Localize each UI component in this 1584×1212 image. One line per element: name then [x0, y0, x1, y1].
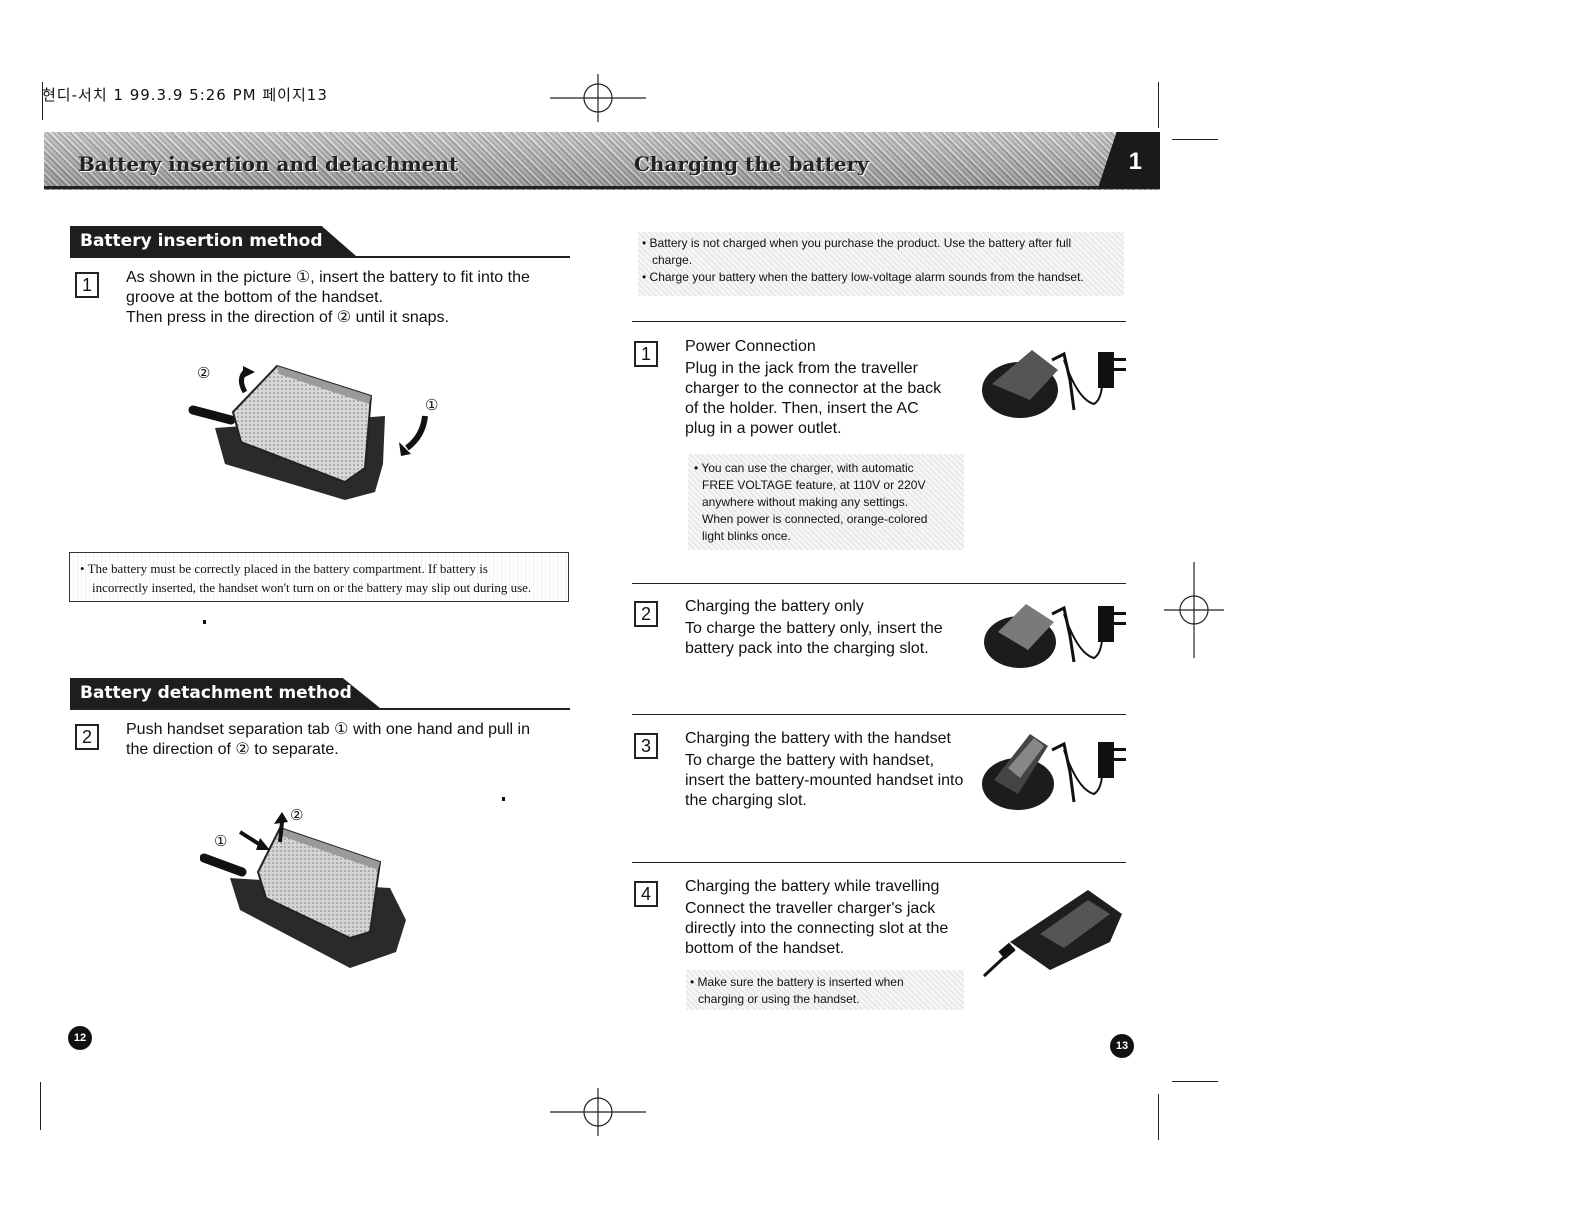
right-page-title: Charging the battery — [634, 152, 869, 176]
charger-battery-illustration — [984, 604, 1126, 668]
step-text-line: To charge the battery with handset, — [685, 752, 935, 769]
step-4-note: • Make sure the battery is inserted when… — [686, 970, 964, 1010]
print-slug: 현디-서치 1 99.3.9 5:26 PM 페이지13 — [42, 86, 328, 104]
intro-note: • Battery is not charged when you purcha… — [638, 232, 1124, 296]
charger-handset-illustration — [982, 734, 1126, 810]
note-line: light blinks once. — [702, 529, 791, 543]
intro-line: charge. — [652, 253, 693, 267]
intro-line: • Charge your battery when the battery l… — [642, 270, 1084, 284]
callout-2-label: ② — [197, 365, 210, 382]
step-number-box: 2 — [75, 724, 99, 750]
step-text-line: charger to the connector at the back — [685, 380, 942, 397]
insertion-note: • The battery must be correctly placed i… — [69, 552, 569, 602]
crop-mark — [42, 82, 43, 120]
crop-mark — [1172, 139, 1218, 140]
handset-travel-charger-illustration — [982, 890, 1122, 978]
chapter-number: 1 — [1128, 148, 1142, 175]
step-text-line: To charge the battery only, insert the — [685, 620, 943, 637]
registration-mark-bottom — [550, 1088, 646, 1136]
speck — [203, 620, 206, 624]
note-line: • You can use the charger, with automati… — [694, 461, 914, 475]
charger-holder-illustration — [982, 350, 1126, 418]
step-divider — [632, 583, 1126, 584]
insertion-text-line: groove at the bottom of the handset. — [126, 289, 384, 306]
registration-mark-right — [1164, 562, 1224, 658]
step-text-line: the charging slot. — [685, 792, 807, 809]
step-text-line: bottom of the handset. — [685, 940, 845, 957]
detachment-text-line: Push handset separation tab ① with one h… — [126, 721, 530, 738]
note-line: anywhere without making any settings. — [702, 495, 909, 509]
step-text-line: directly into the connecting slot at the — [685, 920, 949, 937]
insertion-text-line: As shown in the picture ①, insert the ba… — [126, 269, 530, 286]
detachment-text-line: the direction of ② to separate. — [126, 741, 339, 758]
step-1-note: • You can use the charger, with automati… — [688, 454, 964, 550]
step-number-box: 2 — [634, 601, 658, 627]
step-number-box: 1 — [75, 272, 99, 298]
detachment-heading: Battery detachment method — [70, 678, 380, 708]
callout-1-label: ① — [214, 833, 227, 850]
step-title: Power Connection — [685, 338, 816, 355]
crop-mark — [1158, 82, 1159, 128]
step-divider — [632, 714, 1126, 715]
note-line: When power is connected, orange-colored — [702, 512, 928, 526]
header-banner-rule — [44, 186, 1160, 189]
step-text-line: insert the battery-mounted handset into — [685, 772, 964, 789]
note-line: FREE VOLTAGE feature, at 110V or 220V — [702, 478, 926, 492]
page-number-left: 12 — [68, 1026, 92, 1050]
step-title: Charging the battery only — [685, 598, 864, 615]
step-number-box: 4 — [634, 881, 658, 907]
intro-line: • Battery is not charged when you purcha… — [642, 236, 1072, 250]
note-line: charging or using the handset. — [698, 992, 860, 1006]
step-text-line: plug in a power outlet. — [685, 420, 842, 437]
battery-insertion-illustration: ② ① — [188, 364, 438, 500]
step-text-line: battery pack into the charging slot. — [685, 640, 929, 657]
battery-detachment-illustration: ① ② — [200, 807, 406, 968]
step-number-box: 3 — [634, 733, 658, 759]
left-page-title: Battery insertion and detachment — [78, 152, 459, 176]
insertion-heading: Battery insertion method — [70, 226, 356, 256]
crop-mark — [40, 1082, 41, 1130]
step-number-box: 1 — [634, 341, 658, 367]
note-line: • The battery must be correctly placed i… — [80, 561, 488, 576]
callout-1-label: ① — [425, 397, 438, 414]
header-banner-shade — [44, 132, 1160, 190]
section-rule — [70, 256, 570, 258]
crop-mark — [1158, 1094, 1159, 1140]
step-text-line: Connect the traveller charger's jack — [685, 900, 936, 917]
note-line: incorrectly inserted, the handset won't … — [92, 580, 532, 595]
note-line: • Make sure the battery is inserted when — [690, 975, 904, 989]
step-text-line: of the holder. Then, insert the AC — [685, 400, 919, 417]
header-banner — [44, 132, 1160, 190]
step-text-line: Plug in the jack from the traveller — [685, 360, 918, 377]
speck — [502, 797, 505, 801]
page-number-right: 13 — [1110, 1034, 1134, 1058]
step-title: Charging the battery with the handset — [685, 730, 951, 747]
step-title: Charging the battery while travelling — [685, 878, 940, 895]
callout-2-label: ② — [290, 807, 303, 824]
section-rule — [70, 708, 570, 710]
step-divider — [632, 862, 1126, 863]
step-divider — [632, 321, 1126, 322]
insertion-text-line: Then press in the direction of ② until i… — [126, 309, 449, 326]
crop-mark — [1172, 1081, 1218, 1082]
registration-mark-top — [550, 74, 646, 122]
